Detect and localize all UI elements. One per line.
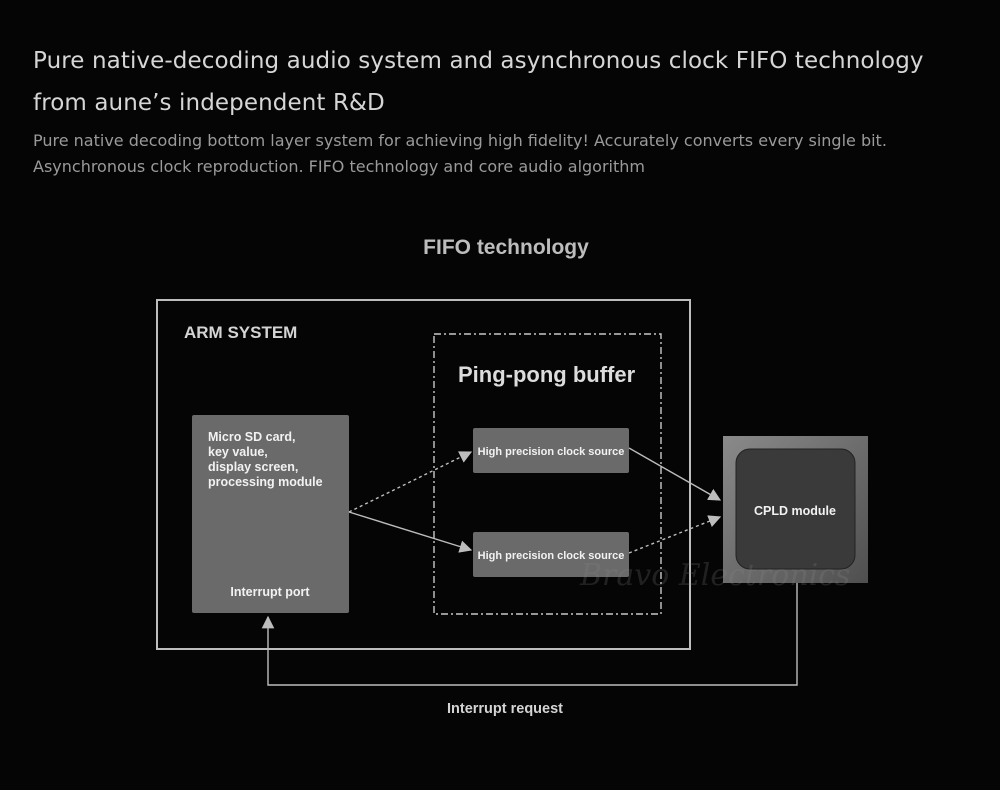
cpld-module-label: CPLD module	[754, 504, 836, 518]
interrupt-request-label: Interrupt request	[447, 701, 563, 717]
clock-source-top-label: High precision clock source	[478, 446, 625, 458]
interrupt-request-path	[261, 583, 798, 686]
source-block-line-3: display screen,	[208, 460, 298, 474]
clock-source-top	[473, 428, 629, 473]
arm-system-label: ARM SYSTEM	[184, 323, 297, 342]
source-block-line-2: key value,	[208, 445, 268, 459]
interrupt-port-label: Interrupt port	[230, 585, 310, 599]
arrow-top-clock-to-cpld	[628, 447, 722, 501]
source-block-line-4: processing module	[208, 475, 323, 489]
diagram-title: FIFO technology	[423, 236, 589, 259]
description: Pure native decoding bottom layer system…	[33, 131, 887, 176]
arrow-source-to-top-clock	[348, 451, 473, 513]
source-block-line-1: Micro SD card,	[208, 430, 296, 444]
arrow-bottom-clock-to-cpld	[628, 515, 722, 554]
source-block	[192, 415, 349, 613]
ping-pong-buffer-box	[433, 333, 662, 615]
arrow-source-to-bottom-clock	[348, 511, 473, 553]
watermark: Bravo Electronics	[579, 558, 850, 593]
clock-source-bottom-label: High precision clock source	[478, 550, 625, 562]
headline: Pure native-decoding audio system and as…	[33, 48, 924, 116]
arm-system-box	[156, 299, 691, 650]
ping-pong-buffer-label: Ping-pong buffer	[458, 362, 636, 387]
cpld-chip-core	[735, 448, 856, 570]
clock-source-bottom	[473, 532, 629, 577]
